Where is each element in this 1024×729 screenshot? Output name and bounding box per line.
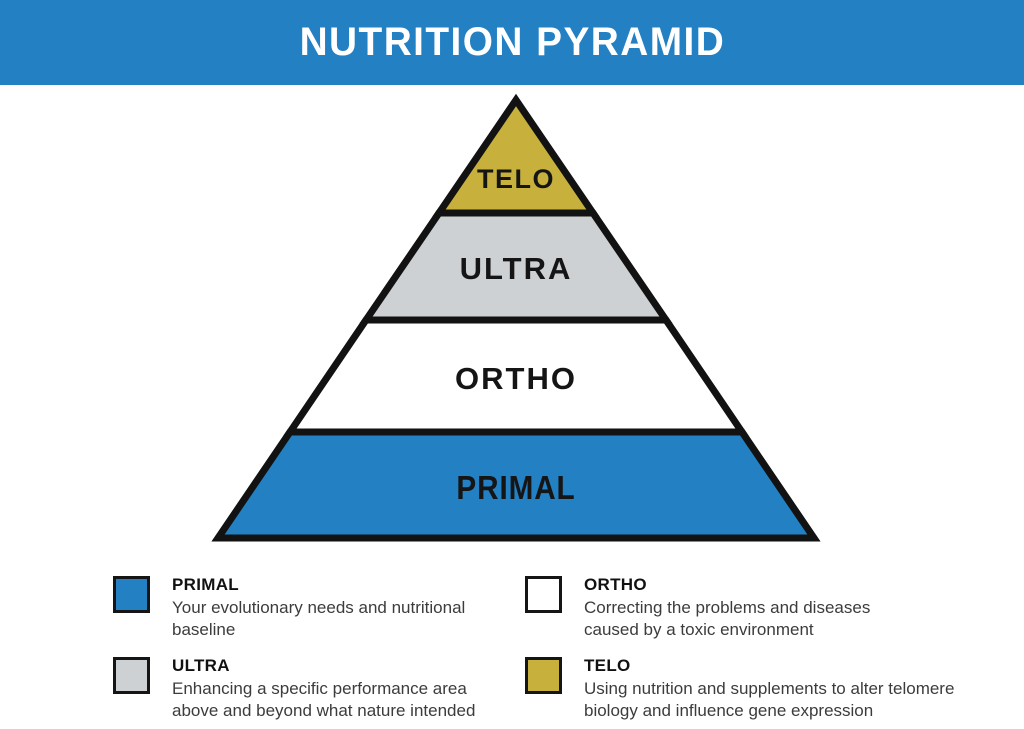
- legend-title-ultra: ULTRA: [172, 656, 230, 675]
- ortho-color-swatch: [525, 576, 562, 613]
- pyramid-graphic: TELO ULTRA ORTHO PRIMAL: [211, 93, 821, 542]
- primal-color-swatch: [113, 576, 150, 613]
- legend-text-primal: PRIMAL Your evolutionary needs and nutri…: [172, 574, 502, 641]
- legend: PRIMAL Your evolutionary needs and nutri…: [113, 574, 969, 722]
- pyramid-level-primal: [211, 428, 821, 542]
- ultra-color-swatch: [113, 657, 150, 694]
- legend-text-ortho: ORTHO Correcting the problems and diseas…: [584, 574, 914, 641]
- legend-item-ultra: ULTRA Enhancing a specific performance a…: [113, 655, 525, 722]
- legend-item-primal: PRIMAL Your evolutionary needs and nutri…: [113, 574, 525, 641]
- nutrition-pyramid: TELO ULTRA ORTHO PRIMAL: [192, 88, 832, 558]
- legend-text-ultra: ULTRA Enhancing a specific performance a…: [172, 655, 502, 722]
- pyramid-label-ultra: ULTRA: [460, 251, 573, 286]
- telo-color-swatch: [525, 657, 562, 694]
- legend-desc-primal: Your evolutionary needs and nutritional …: [172, 598, 466, 639]
- pyramid-label-primal: PRIMAL: [456, 470, 575, 507]
- page-title: NUTRITION PYRAMID: [299, 20, 725, 64]
- title-banner: NUTRITION PYRAMID: [0, 0, 1024, 85]
- pyramid-label-ortho: ORTHO: [455, 361, 577, 396]
- legend-item-telo: TELO Using nutrition and supplements to …: [525, 655, 969, 722]
- pyramid-level-telo: [432, 93, 600, 217]
- legend-title-ortho: ORTHO: [584, 575, 647, 594]
- legend-desc-ortho: Correcting the problems and diseases cau…: [584, 598, 871, 639]
- legend-item-ortho: ORTHO Correcting the problems and diseas…: [525, 574, 969, 641]
- legend-desc-ultra: Enhancing a specific performance area ab…: [172, 679, 476, 720]
- legend-desc-telo: Using nutrition and supplements to alter…: [584, 679, 955, 720]
- legend-text-telo: TELO Using nutrition and supplements to …: [584, 655, 969, 722]
- legend-title-telo: TELO: [584, 656, 631, 675]
- legend-title-primal: PRIMAL: [172, 575, 239, 594]
- pyramid-label-telo: TELO: [477, 164, 555, 194]
